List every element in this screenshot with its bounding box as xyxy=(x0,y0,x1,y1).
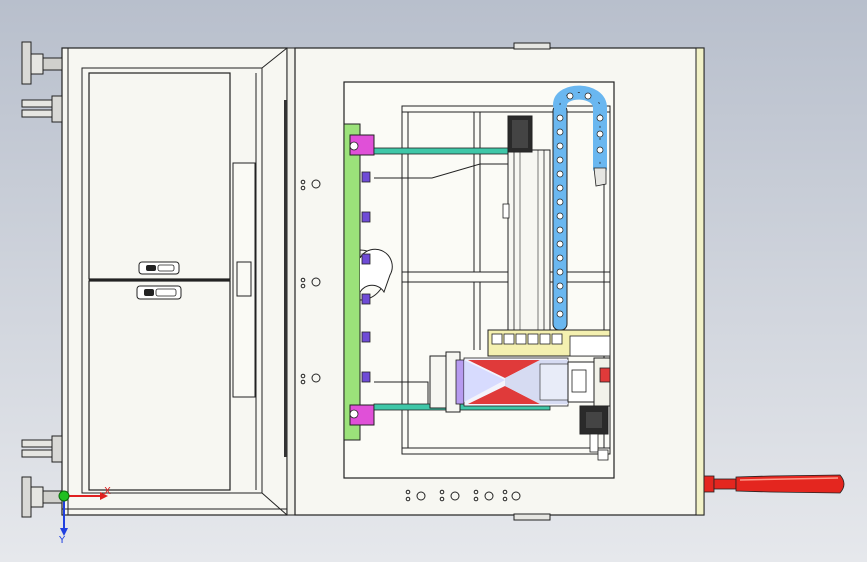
door-handle-icon[interactable] xyxy=(136,285,182,300)
bottom-tab xyxy=(513,513,551,521)
door-handle-icon[interactable] xyxy=(138,261,180,275)
fastener-marks xyxy=(300,179,321,385)
door-window-slot xyxy=(232,162,256,398)
lower-door-panel[interactable] xyxy=(88,280,231,491)
top-tab xyxy=(513,42,551,50)
triad-x-label: X xyxy=(104,486,111,497)
linear-actuator xyxy=(507,149,551,333)
light-beam xyxy=(463,357,569,407)
operating-handle-icon[interactable] xyxy=(703,474,845,494)
red-stop-block xyxy=(599,367,611,383)
teal-rail-upper xyxy=(373,147,509,155)
triad-origin xyxy=(58,490,70,502)
cable-chain xyxy=(552,85,607,331)
hinge-icon xyxy=(21,435,63,463)
upper-door-panel[interactable] xyxy=(88,72,231,280)
door-bottom-bevel xyxy=(261,492,288,516)
right-cabinet xyxy=(294,42,705,521)
cabinet-door-frame xyxy=(81,67,263,494)
green-mounting-plate xyxy=(343,123,361,441)
leveling-foot-icon xyxy=(21,41,63,85)
bottom-fastener-row xyxy=(405,489,521,502)
purple-bolt-icon xyxy=(361,171,371,383)
cabinet-seam xyxy=(284,47,296,516)
leveling-foot-icon xyxy=(21,476,63,518)
triad-y-label: Y xyxy=(58,535,66,546)
connector-row xyxy=(491,333,563,345)
left-cabinet xyxy=(61,47,288,516)
right-cabinet-side-strip xyxy=(695,47,705,516)
coordinate-triad-icon: X Y xyxy=(58,486,111,546)
door-top-bevel xyxy=(261,47,288,69)
inner-frame xyxy=(401,105,611,455)
door-window-inner xyxy=(236,261,252,297)
hinge-icon xyxy=(21,95,63,123)
